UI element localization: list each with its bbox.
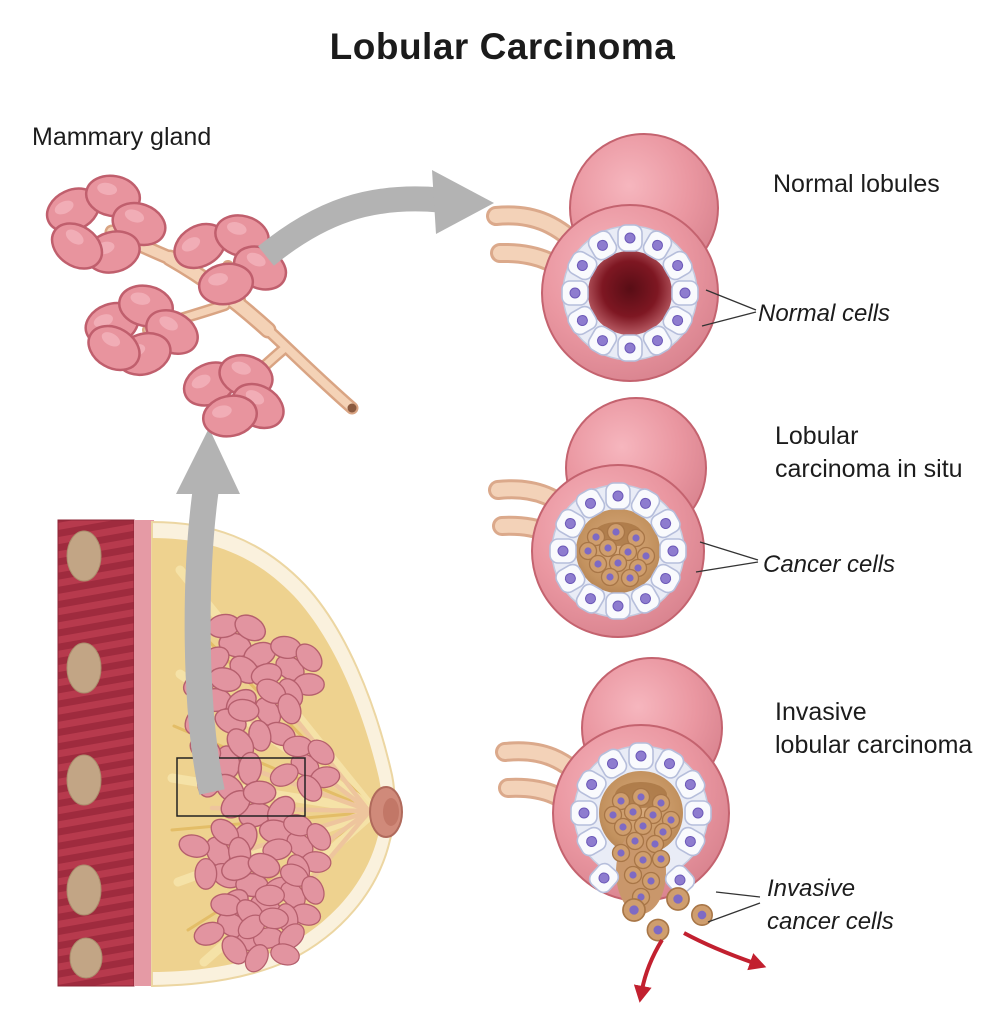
pointer-lines-cancer-cells — [695, 541, 759, 573]
lcis-label-line2: carcinoma in situ — [775, 455, 963, 483]
invasive-label-line2: lobular carcinoma — [775, 731, 973, 759]
zoom-region-box — [176, 757, 306, 817]
lcis-lobule-illustration — [488, 397, 759, 638]
pointer-lines-invasive-cells — [707, 891, 761, 923]
lcis-label-line1: Lobular — [775, 422, 859, 450]
cancer-cells-label: Cancer cells — [763, 551, 896, 578]
mammary-gland-label: Mammary gland — [32, 123, 212, 151]
mammary-gland-illustration — [38, 170, 359, 443]
muscle-fascia-band — [134, 520, 154, 986]
gland-lobule-cluster-a — [38, 170, 173, 280]
normal-lobule-illustration — [486, 133, 757, 382]
invasive-cells-label-line2: cancer cells — [767, 908, 894, 935]
normal-cells-label: Normal cells — [758, 300, 891, 327]
invasive-label-line1: Invasive — [775, 698, 867, 726]
nipple — [369, 786, 403, 838]
invasive-lobule-illustration — [495, 657, 767, 1003]
invasion-arrow-icons — [633, 931, 767, 1003]
rib-cartilage — [66, 530, 103, 979]
page-title: Lobular Carcinoma — [329, 26, 676, 67]
normal-lobules-label: Normal lobules — [773, 170, 940, 198]
lobule-lumen — [588, 251, 672, 335]
invasive-cells-label-line1: Invasive — [767, 875, 856, 902]
arrow-icon-gland-to-lobules — [258, 170, 494, 266]
arrow-icon-breast-to-gland — [176, 428, 240, 795]
chest-muscle — [57, 519, 135, 987]
pointer-lines-normal-cells — [701, 289, 757, 327]
breast-cross-section-illustration — [57, 519, 403, 989]
